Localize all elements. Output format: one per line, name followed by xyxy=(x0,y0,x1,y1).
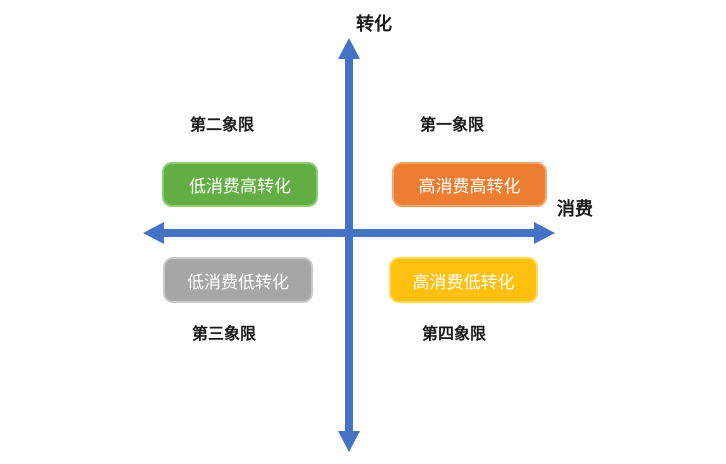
quadrant-1-title: 第一象限 xyxy=(419,117,484,134)
quadrant-3-box: 低消费低转化 xyxy=(163,257,313,303)
quadrant-4-box-label: 高消费低转化 xyxy=(412,272,515,292)
quadrant-2-box: 低消费高转化 xyxy=(162,162,318,207)
y-axis-bottom-arrow-icon xyxy=(338,431,360,452)
quadrant-3-title: 第三象限 xyxy=(191,326,256,343)
y-axis xyxy=(338,38,360,452)
quadrant-4-box: 高消费低转化 xyxy=(389,257,538,303)
x-axis-label: 消费 xyxy=(557,199,593,219)
x-axis-left-arrow-icon xyxy=(143,222,164,244)
quadrant-1-box-label: 高消费高转化 xyxy=(418,177,521,196)
x-axis-right-arrow-icon xyxy=(534,222,555,244)
y-axis-label: 转化 xyxy=(356,14,392,34)
quadrant-2-title: 第二象限 xyxy=(189,117,254,134)
quadrant-1-box: 高消费高转化 xyxy=(392,162,547,207)
quadrant-4-title: 第四象限 xyxy=(421,326,486,343)
quadrant-3-box-label: 低消费低转化 xyxy=(187,272,289,292)
quadrant-2-box-label: 低消费高转化 xyxy=(189,177,291,196)
y-axis-top-arrow-icon xyxy=(338,38,360,59)
